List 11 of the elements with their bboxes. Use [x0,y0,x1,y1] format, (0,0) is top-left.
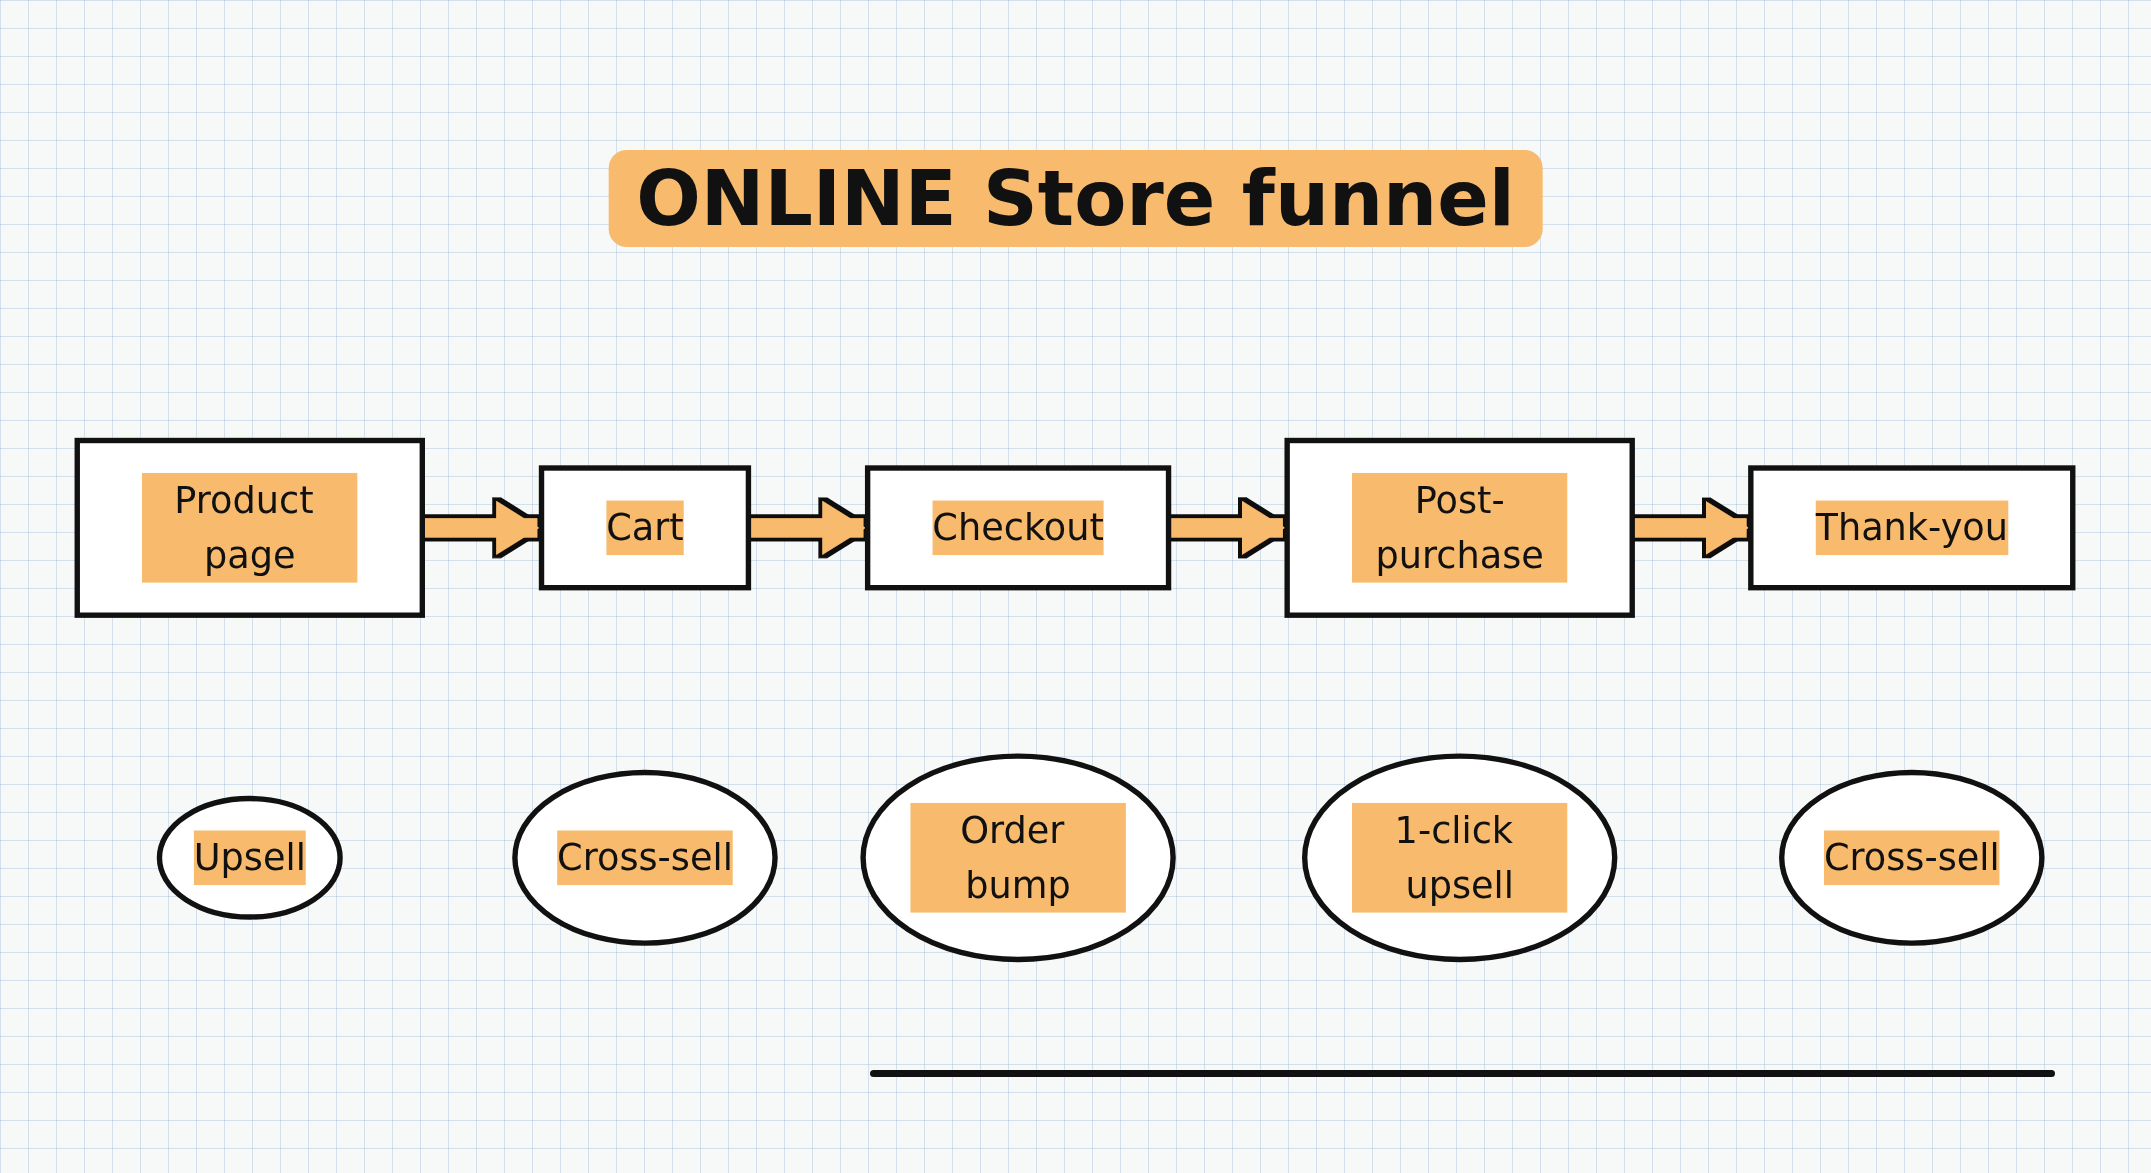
node-box: Checkout [864,465,1172,591]
node-box: Thank-you [1748,465,2076,591]
node-box: Post-purchase [1284,437,1635,618]
node-ellipse: Cross-sell [512,769,778,946]
node-ellipse: Cross-sell [1779,769,2045,946]
title: ONLINE Store funnel [608,150,1543,247]
node-box: Product page [74,437,425,618]
node-box: Cart [538,465,752,591]
node-ellipse: 1-click upsell [1302,753,1618,963]
node-ellipse: Upsell [156,795,343,920]
node-ellipse: Order bump [860,753,1176,963]
